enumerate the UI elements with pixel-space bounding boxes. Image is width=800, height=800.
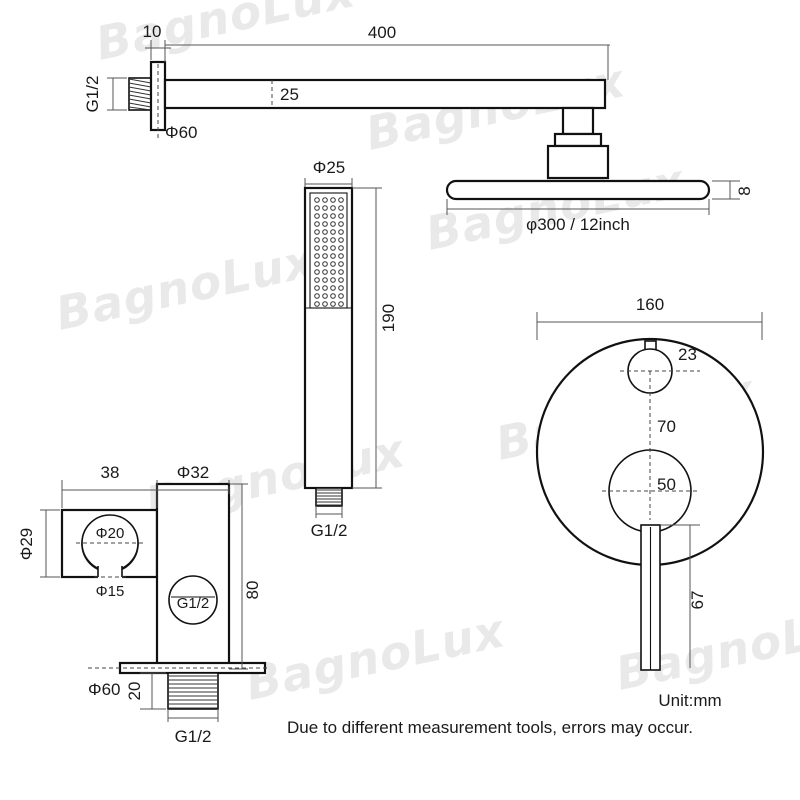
dim-elbow-outlet-thread bbox=[167, 709, 219, 722]
elbow-outlet-thread bbox=[167, 672, 219, 710]
dim-hand-length: 190 bbox=[352, 187, 398, 489]
elbow-body-port-label: G1/2 bbox=[177, 595, 210, 612]
dim-head-thickness: 8 bbox=[712, 180, 754, 200]
view-mixer-valve: 160 23 70 50 67 bbox=[535, 295, 765, 671]
watermark-text: BagnoLux bbox=[91, 0, 360, 71]
watermark-text: BagnoLux bbox=[51, 233, 320, 341]
dim-head-diameter-label: φ300 / 12inch bbox=[526, 215, 630, 234]
unit-note: Unit:mm bbox=[658, 691, 721, 710]
dim-elbow-flange-diameter-label: Φ60 bbox=[88, 680, 120, 699]
view-shower-head: 8 φ300 / 12inch bbox=[445, 179, 754, 234]
dim-elbow-thread-length-label: 20 bbox=[125, 682, 144, 701]
dim-arm-diameter-label: 25 bbox=[280, 85, 299, 104]
view-shower-arm: G1/2 10 400 2 bbox=[83, 22, 610, 180]
dim-elbow-bracket-width-label: 38 bbox=[101, 463, 120, 482]
dim-elbow-body-diameter-label: Φ32 bbox=[177, 463, 209, 482]
hand-shower-spray-holes bbox=[314, 197, 344, 307]
dim-mixer-plate-diameter-label: 160 bbox=[636, 295, 664, 314]
shower-head-plate bbox=[445, 179, 711, 201]
arm-tube bbox=[163, 78, 607, 110]
dim-hand-diameter: Φ25 bbox=[304, 158, 353, 188]
dim-mixer-lever-length bbox=[660, 524, 700, 668]
dim-elbow-outlet-thread-label: G1/2 bbox=[175, 727, 212, 746]
arm-inlet-thread bbox=[128, 77, 152, 111]
dim-elbow-bore-small-label: Φ15 bbox=[96, 583, 125, 600]
dim-elbow-bore-large-label: Φ20 bbox=[96, 525, 125, 542]
dim-flange-thickness-label: 10 bbox=[143, 22, 162, 41]
dim-arm-flange-diameter-label: Φ60 bbox=[165, 123, 197, 142]
dim-mixer-diverter-label: 23 bbox=[678, 345, 697, 364]
dim-mixer-lever-length-label: 67 bbox=[688, 591, 707, 610]
dim-elbow-bracket-height-label: Φ29 bbox=[17, 528, 36, 560]
dim-hand-diameter-label: Φ25 bbox=[313, 158, 345, 177]
watermark-text: BagnoLux bbox=[241, 603, 510, 711]
view-wall-elbow: Φ20 Φ15 G1/2 38 Φ32 bbox=[17, 463, 270, 746]
dim-mixer-hub-label: 50 bbox=[657, 475, 676, 494]
dim-arm-length: 400 bbox=[164, 23, 610, 80]
dim-elbow-bracket-width: 38 bbox=[61, 463, 158, 508]
dim-head-diameter: φ300 / 12inch bbox=[446, 199, 710, 234]
dim-elbow-body-diameter: Φ32 bbox=[156, 463, 230, 494]
arm-inlet-thread-label: G1/2 bbox=[83, 76, 102, 113]
dim-hand-outlet-thread-label: G1/2 bbox=[311, 521, 348, 540]
dim-elbow-body-height: 80 bbox=[229, 483, 262, 670]
dim-hand-length-label: 190 bbox=[379, 304, 398, 332]
dim-hand-outlet-thread bbox=[315, 506, 343, 518]
dim-elbow-body-height-label: 80 bbox=[243, 581, 262, 600]
disclaimer-note: Due to different measurement tools, erro… bbox=[287, 718, 693, 737]
view-hand-shower: Φ25 bbox=[303, 158, 398, 540]
dim-mixer-spacing-label: 70 bbox=[657, 417, 676, 436]
dim-arm-length-label: 400 bbox=[368, 23, 396, 42]
dim-elbow-bracket-height: Φ29 bbox=[17, 509, 60, 578]
hand-shower-outlet-thread bbox=[315, 487, 343, 507]
elbow-body-port bbox=[168, 575, 218, 625]
mixer-lever bbox=[640, 524, 661, 671]
arm-head-connector bbox=[546, 106, 610, 180]
elbow-bore-neck bbox=[97, 566, 123, 577]
arm-thread-extension bbox=[107, 77, 127, 111]
dim-mixer-plate-diameter: 160 bbox=[536, 295, 763, 340]
dim-head-thickness-label: 8 bbox=[735, 186, 754, 195]
dim-elbow-thread-length: 20 bbox=[125, 672, 166, 710]
